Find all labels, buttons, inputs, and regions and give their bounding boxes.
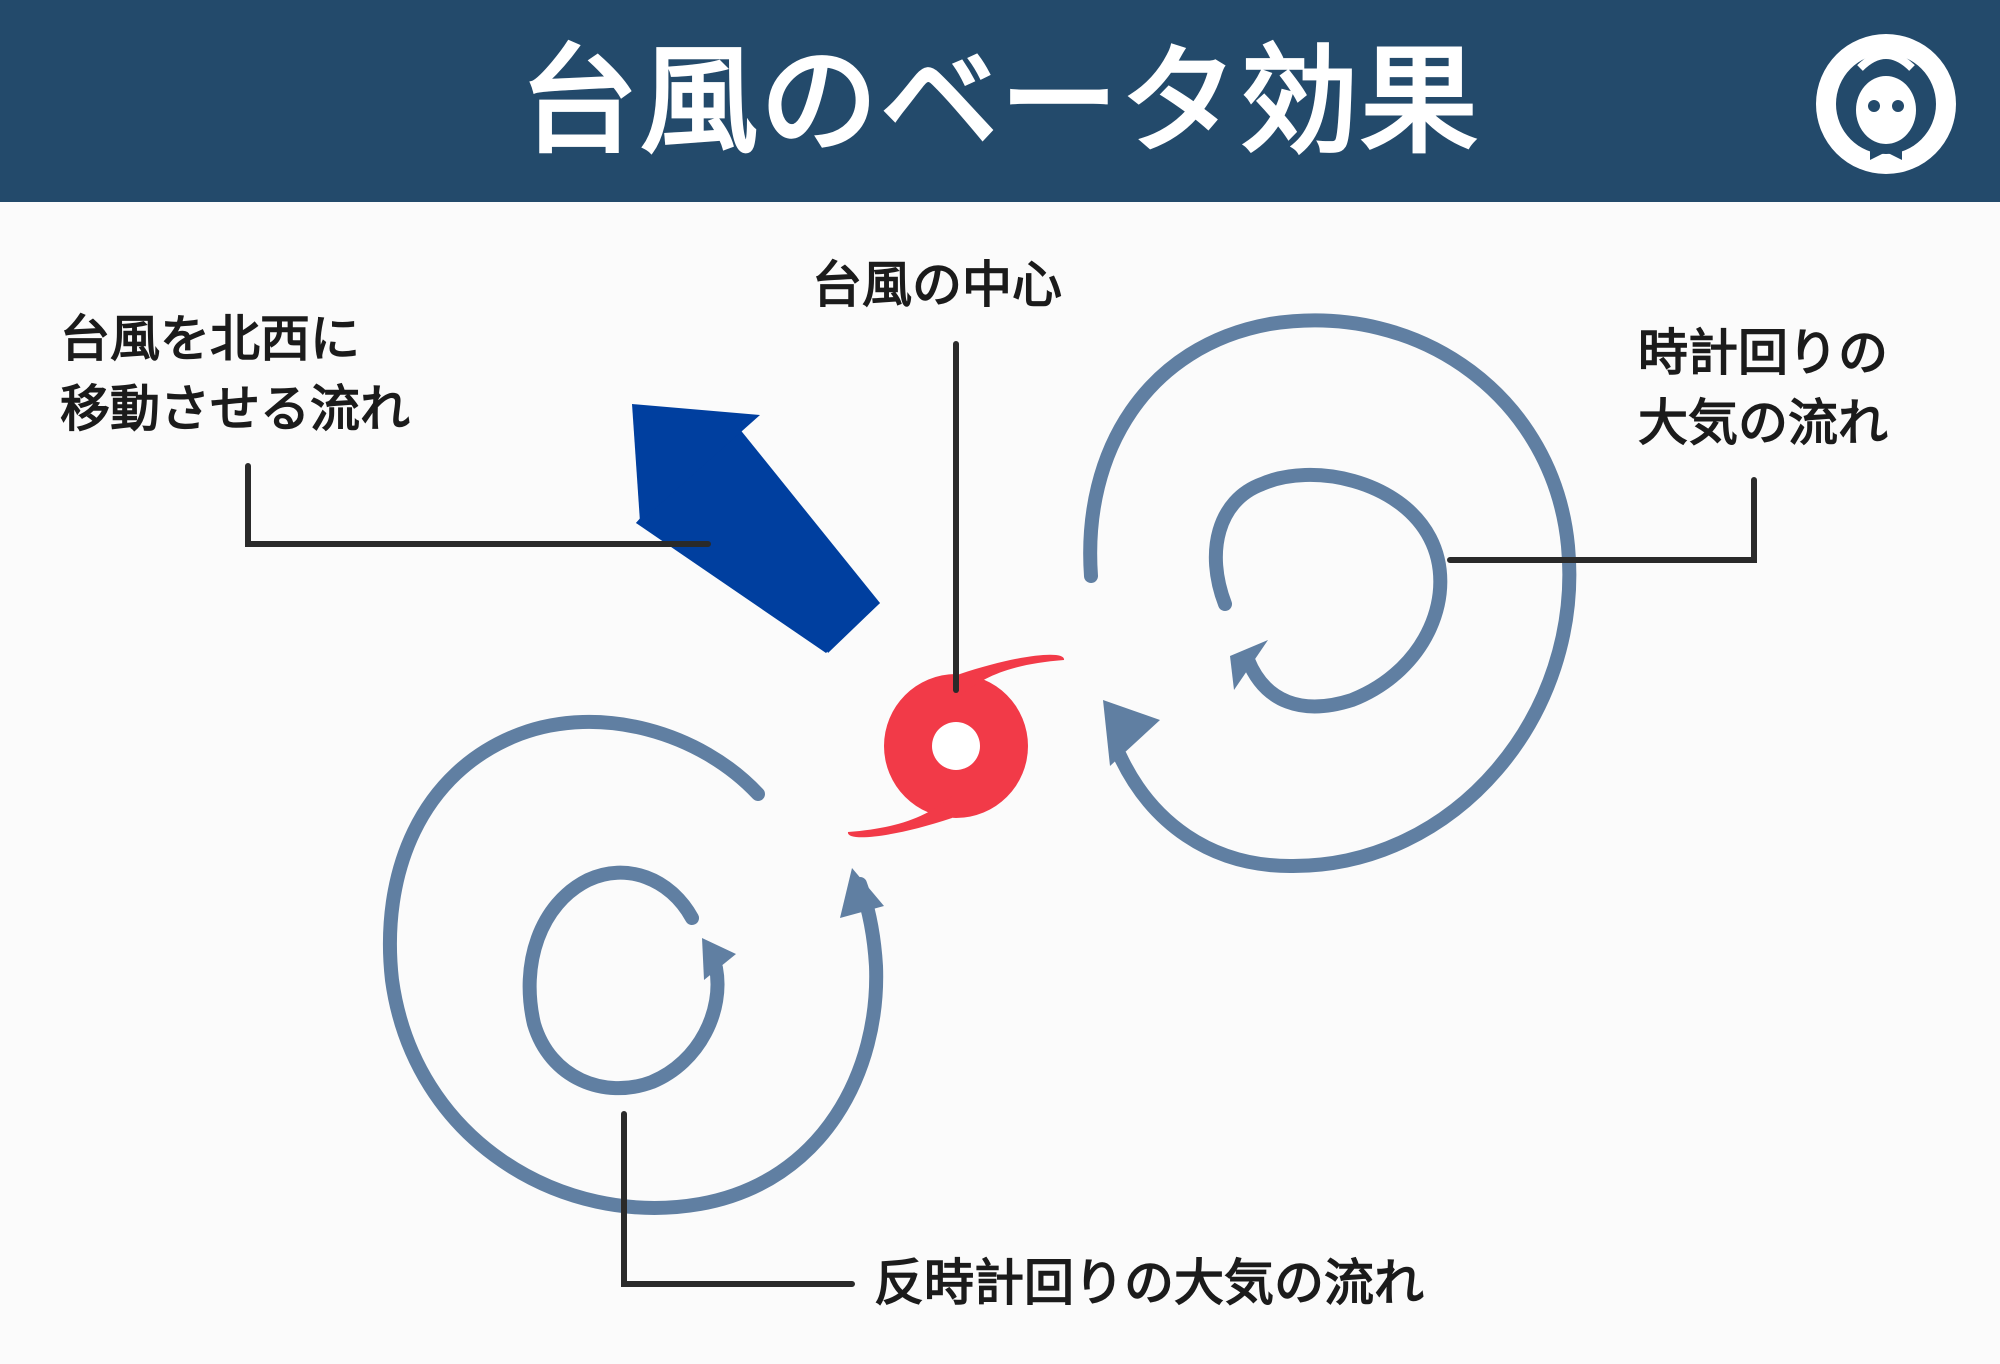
clockwise-inner-arrowhead [1230, 640, 1268, 690]
header-bar [0, 0, 2000, 202]
counterclockwise-inner-ring [522, 865, 725, 1096]
counterclockwise-leader-line [621, 1111, 855, 1287]
counterclockwise-outer-arrowhead [840, 868, 884, 918]
mascot-face-icon [1816, 34, 1956, 174]
counterclockwise-outer-ring [382, 714, 884, 1215]
clockwise-flow-label-line2: 大気の流れ [1638, 394, 1888, 452]
clockwise-outer-ring [1083, 313, 1577, 874]
counterclockwise-flow-label: 反時計回りの大気の流れ [874, 1254, 1424, 1312]
page-title: 台風のベータ効果 [519, 32, 1480, 170]
northwest-flow-label-line2: 移動させる流れ [60, 380, 410, 438]
clockwise-leader-line [1447, 477, 1757, 563]
typhoon-center-label: 台風の中心 [812, 256, 1062, 314]
clockwise-inner-ring [1208, 467, 1448, 714]
clockwise-flow-label-line1: 時計回りの [1638, 324, 1888, 382]
northwest-leader-line [245, 463, 711, 547]
northwest-arrowhead [632, 404, 760, 522]
northwest-arrow-shaft [636, 417, 880, 653]
clockwise-outer-arrowhead [1103, 700, 1160, 766]
typhoon-symbol-icon [847, 654, 1065, 838]
counterclockwise-inner-arrowhead [702, 938, 736, 980]
northwest-flow-label: 台風を北西に 移動させる流れ [60, 304, 410, 444]
clockwise-flow-label: 時計回りの 大気の流れ [1638, 318, 1888, 458]
northwest-flow-label-line1: 台風を北西に [60, 310, 360, 368]
